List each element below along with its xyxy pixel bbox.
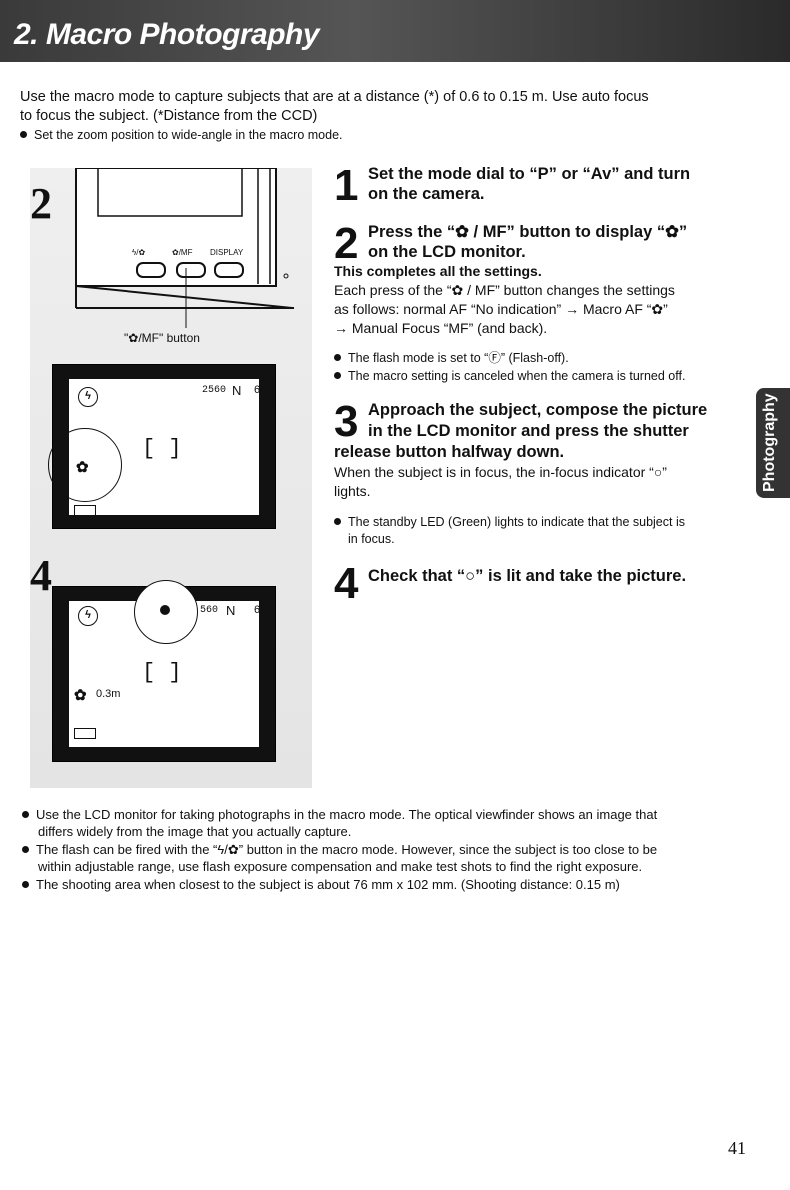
lcd2-distance: 0.3m: [96, 688, 121, 700]
bottom-note-2: The flash can be fired with the “ϟ/✿” bu…: [22, 841, 762, 858]
battery-icon-2: [74, 728, 96, 739]
lcd2-quality: N: [226, 603, 236, 618]
step-2-note-1: The flash mode is set to “Ⓕ” (Flash-off)…: [334, 350, 569, 367]
battery-icon: [74, 505, 96, 516]
lcd1-macro-highlight-circle: [48, 428, 122, 502]
bottom-note-1-l2: differs widely from the image that you a…: [38, 824, 352, 839]
bullet-icon: [20, 131, 27, 139]
in-focus-indicator-icon: [160, 605, 170, 615]
flash-off-icon: ϟ: [78, 387, 98, 407]
figure-step-2-number: 2: [30, 179, 52, 228]
intro-line-1: Use the macro mode to capture subjects t…: [20, 89, 649, 105]
step-3-body-2: lights.: [334, 483, 371, 499]
bullet-icon: [22, 846, 29, 854]
section-side-tab: [756, 388, 790, 498]
display-button: [214, 262, 244, 278]
step-2-note-2: The macro setting is canceled when the c…: [334, 368, 685, 385]
step-3-note-1: The standby LED (Green) lights to indica…: [334, 514, 685, 531]
step-2-note-1-text: The flash mode is set to “Ⓕ” (Flash-off)…: [348, 351, 569, 365]
step-2-heading-2: on the LCD monitor.: [368, 243, 526, 261]
step-3-number: 3: [334, 397, 359, 446]
step-2-heading-1: Press the “✿ / MF” button to display “✿”: [368, 223, 688, 241]
macro-mf-button: [176, 262, 206, 278]
bullet-icon: [334, 372, 341, 380]
lcd1-focus-brackets: [ ]: [142, 436, 182, 461]
lcd1-counter: 2560: [202, 385, 227, 396]
step-3-heading-2: in the LCD monitor and press the shutter: [368, 422, 689, 440]
step-2-body-3: → Manual Focus “MF” (and back).: [334, 320, 548, 336]
bullet-icon: [22, 811, 29, 819]
bottom-note-2-l2: within adjustable range, use flash expos…: [38, 859, 643, 874]
bullet-icon: [334, 518, 341, 526]
bottom-note-3: The shooting area when closest to the su…: [22, 876, 762, 893]
step-2-sub: This completes all the settings.: [334, 263, 542, 279]
lcd2-frames: 6: [254, 604, 261, 616]
step-2-body-2: as follows: normal AF “No indication” → …: [334, 301, 668, 317]
step-2-body-1: Each press of the “✿ / MF” button change…: [334, 282, 675, 298]
intro-bullet-text: Set the zoom position to wide-angle in t…: [34, 128, 343, 142]
display-button-label: DISPLAY: [210, 248, 244, 257]
step-1-heading-1: Set the mode dial to “P” or “Av” and tur…: [368, 165, 691, 183]
page-title: 2. Macro Photography: [14, 18, 320, 51]
step-3-note-2: in focus.: [348, 532, 395, 546]
lcd1-frames: 6: [254, 384, 261, 396]
lcd1-quality: N: [232, 383, 242, 398]
macro-mf-button-callout: "✿/MF" button: [124, 331, 200, 345]
step-2-number: 2: [334, 219, 359, 268]
flash-button: [136, 262, 166, 278]
bottom-note-1-l1: Use the LCD monitor for taking photograp…: [36, 807, 658, 822]
step-4-heading-1: Check that “○” is lit and take the pictu…: [368, 567, 687, 585]
macro-flower-icon-2: ✿: [74, 687, 87, 704]
section-header-bar: [0, 0, 790, 62]
macro-mf-button-label: ✿/MF: [172, 248, 193, 257]
intro-line-2: to focus the subject. (*Distance from th…: [20, 108, 318, 124]
bottom-note-1: Use the LCD monitor for taking photograp…: [22, 806, 762, 823]
bottom-note-2-l1: The flash can be fired with the “ϟ/✿” bu…: [36, 842, 658, 857]
page-number: 41: [728, 1138, 746, 1158]
step-3-heading-1: Approach the subject, compose the pictur…: [368, 401, 708, 419]
lcd2-focus-brackets: [ ]: [142, 660, 182, 685]
bottom-note-3-l1: The shooting area when closest to the su…: [36, 877, 620, 892]
macro-flower-icon: ✿: [76, 459, 89, 476]
step-1-number: 1: [334, 161, 359, 210]
lcd2-counter: 560: [200, 605, 219, 616]
bullet-icon: [22, 881, 29, 889]
step-1-heading-2: on the camera.: [368, 185, 485, 203]
bullet-icon: [334, 354, 341, 362]
section-side-tab-label: Photography: [761, 393, 778, 492]
flash-button-label: ϟ/✿: [132, 248, 146, 257]
step-4-number: 4: [334, 559, 359, 608]
step-3-note-1-text: The standby LED (Green) lights to indica…: [348, 515, 685, 529]
step-3-body-1: When the subject is in focus, the in-foc…: [334, 464, 667, 480]
intro-bullet: Set the zoom position to wide-angle in t…: [20, 126, 343, 145]
figure-step-4-number: 4: [30, 551, 52, 600]
step-2-note-2-text: The macro setting is canceled when the c…: [348, 369, 686, 383]
flash-off-icon-2: ϟ: [78, 606, 98, 626]
step-3-heading-3: release button halfway down.: [334, 443, 565, 461]
